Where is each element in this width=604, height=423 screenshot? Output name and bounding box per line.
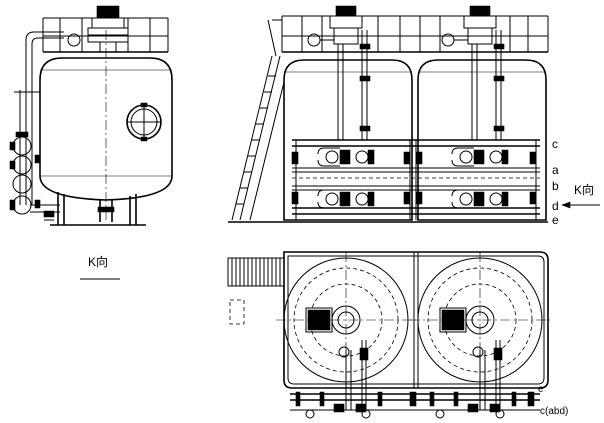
plan-header-pipes [290, 392, 540, 418]
side-view-caption: K向 [88, 254, 108, 269]
pipe-label-c: c [552, 137, 558, 151]
front-ladder [232, 20, 284, 220]
side-motor [68, 6, 128, 52]
front-valves-right [452, 148, 508, 208]
manhole [127, 103, 161, 141]
front-motor-left [308, 6, 362, 46]
plan-hatch [230, 300, 244, 324]
plan-view: e c(abd) [228, 252, 568, 418]
side-tank-shell [40, 58, 172, 200]
front-motor-right [442, 6, 496, 46]
side-pipes [10, 32, 64, 220]
pipe-label-a: a [552, 163, 559, 177]
front-tank-right [418, 60, 546, 220]
front-vertical-pipes [338, 30, 504, 140]
pipe-label-e: e [552, 213, 559, 227]
plan-label-e: e [538, 384, 544, 395]
plan-tank-left [276, 252, 416, 410]
direction-label: K向 [574, 182, 594, 197]
side-legs [50, 192, 146, 225]
front-tank-left [284, 60, 412, 220]
plan-stair [228, 258, 284, 286]
front-header-pipes [292, 140, 540, 220]
pipe-label-b: b [552, 179, 559, 193]
pipe-label-d: d [552, 199, 559, 213]
direction-arrowhead [562, 202, 570, 208]
plan-platform [284, 252, 548, 388]
front-railing [282, 16, 548, 52]
front-valves-left [318, 148, 374, 208]
plan-tank-right [410, 252, 550, 410]
plan-label-cabd: c(abd) [540, 406, 568, 417]
side-view [10, 6, 172, 225]
front-view: c a b d e K向 [228, 6, 600, 227]
